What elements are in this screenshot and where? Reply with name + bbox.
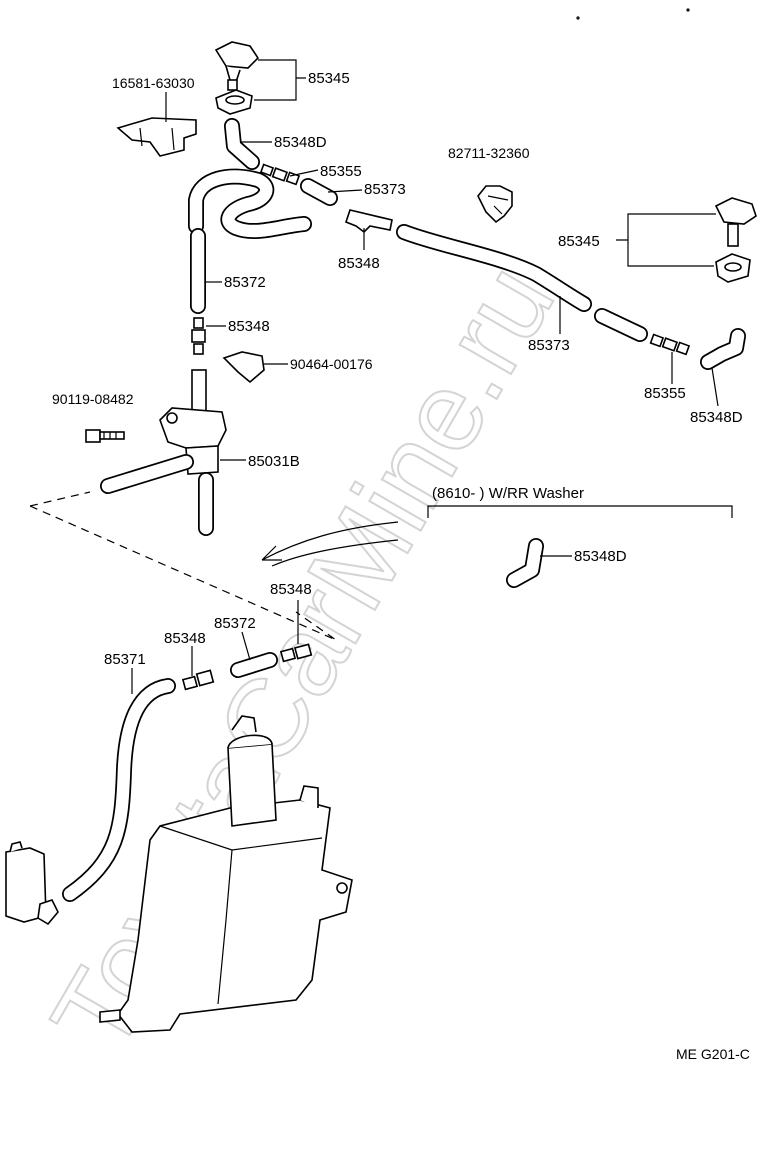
label-85345-top: 85345 bbox=[308, 70, 350, 87]
label-85348d-right: 85348D bbox=[690, 409, 743, 426]
label-85371: 85371 bbox=[104, 651, 146, 668]
label-85345-right: 85345 bbox=[558, 233, 600, 250]
nozzle-grommet-top bbox=[215, 89, 253, 115]
speck bbox=[576, 16, 580, 20]
label-85348d-variant: 85348D bbox=[574, 548, 627, 565]
washer-hose-loop bbox=[188, 168, 312, 239]
connector-85348-valve bbox=[191, 317, 206, 355]
hose-clip-82711 bbox=[477, 185, 513, 224]
hose-85372-low bbox=[230, 652, 278, 678]
direction-arrow bbox=[261, 521, 399, 561]
elbow-hose-85348d-variant bbox=[506, 538, 544, 588]
hose-85373-top bbox=[300, 178, 338, 206]
check-valve-85031b bbox=[100, 369, 227, 536]
label-85355-top: 85355 bbox=[320, 163, 362, 180]
label-85355-right: 85355 bbox=[644, 385, 686, 402]
washer-nozzle-right bbox=[714, 197, 757, 247]
variant-note: (8610- ) W/RR Washer bbox=[432, 485, 584, 502]
connector-85348-low-right bbox=[279, 643, 313, 663]
label-85372-top: 85372 bbox=[224, 274, 266, 291]
leader-85373-top bbox=[327, 189, 363, 193]
label-90119-08482: 90119-08482 bbox=[52, 391, 134, 407]
hose-85373-long bbox=[396, 224, 648, 342]
leader-85345-top bbox=[254, 59, 306, 101]
label-85348d-top: 85348D bbox=[274, 134, 327, 151]
label-85373-right: 85373 bbox=[528, 337, 570, 354]
joint-85355-right bbox=[649, 333, 691, 356]
leader-85348d-right bbox=[711, 367, 719, 407]
leader-85372-low bbox=[241, 631, 251, 661]
clamp-90464 bbox=[222, 351, 265, 384]
nozzle-grommet-right bbox=[715, 253, 751, 283]
tee-connector-85348 bbox=[345, 209, 393, 234]
leader-85345-right bbox=[616, 213, 716, 267]
label-85348-mid: 85348 bbox=[338, 255, 380, 272]
label-85031b: 85031B bbox=[248, 453, 300, 470]
label-82711-32360: 82711-32360 bbox=[448, 145, 530, 161]
label-85348-valve: 85348 bbox=[228, 318, 270, 335]
label-90464-00176: 90464-00176 bbox=[290, 356, 373, 372]
hose-85371 bbox=[62, 678, 176, 902]
leader-85355-top bbox=[289, 169, 319, 177]
label-85373-top: 85373 bbox=[364, 181, 406, 198]
diagram-code: ME G201-C bbox=[676, 1046, 750, 1062]
connector-85348-low-left bbox=[181, 669, 215, 691]
label-85348-low-left: 85348 bbox=[164, 630, 206, 647]
label-16581-63030: 16581-63030 bbox=[112, 75, 195, 91]
variant-bracket bbox=[427, 505, 733, 518]
dashed-guide-top bbox=[29, 491, 91, 507]
washer-nozzle-top bbox=[214, 41, 260, 91]
elbow-hose-85348d-right bbox=[700, 328, 746, 370]
speck bbox=[686, 8, 690, 12]
hose-clamp-bracket bbox=[116, 117, 197, 157]
direction-arrow-back bbox=[271, 539, 399, 567]
bolt-90119 bbox=[85, 429, 125, 443]
dashed-guide bbox=[29, 505, 337, 641]
label-85372-low: 85372 bbox=[214, 615, 256, 632]
washer-pump-motor bbox=[5, 841, 59, 926]
elbow-hose-85348d-top bbox=[224, 118, 260, 170]
joint-85355-top bbox=[259, 163, 301, 186]
label-85348-low-right: 85348 bbox=[270, 581, 312, 598]
washer-reservoir-tank bbox=[99, 715, 353, 1033]
